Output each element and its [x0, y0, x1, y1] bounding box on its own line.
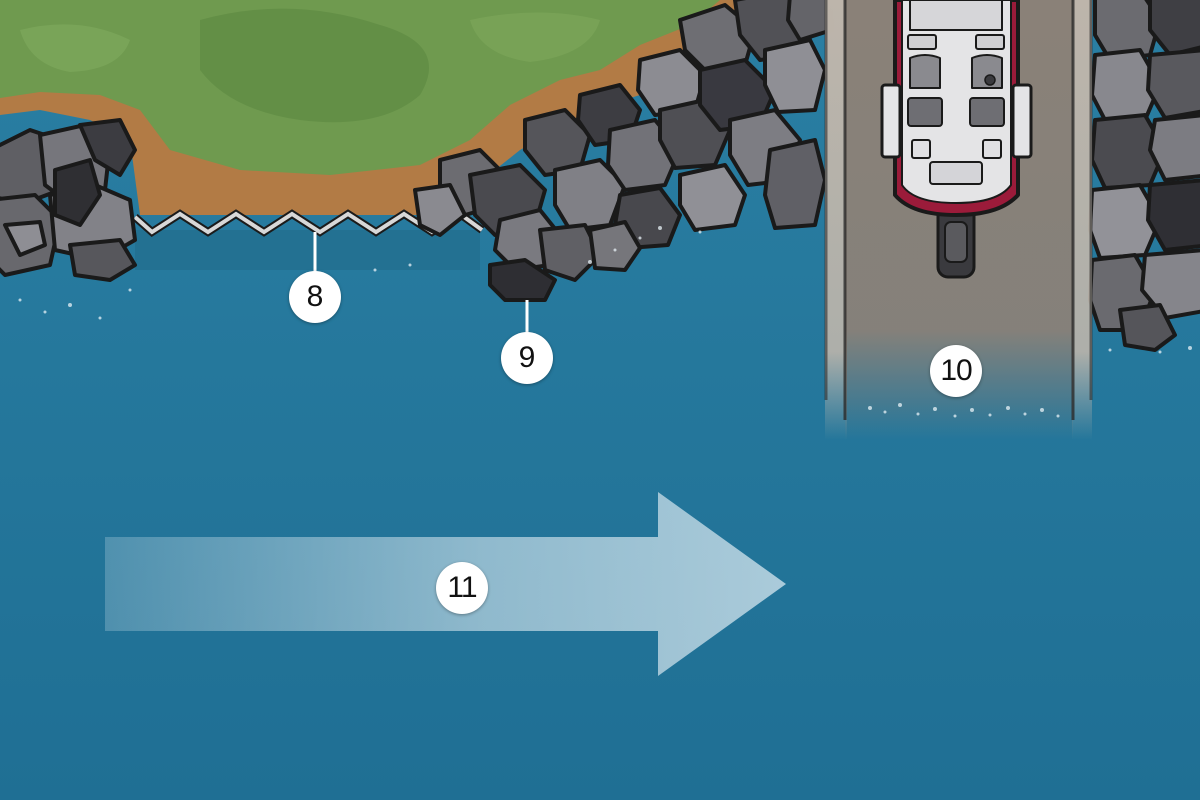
rock-cluster-right: [1088, 0, 1200, 352]
boat-ramp-edge-left: [825, 0, 847, 440]
grass-highlight: [470, 12, 600, 62]
callout-boat-ramp: 10: [930, 345, 982, 397]
rock-point: [413, 0, 827, 302]
callout-seawall: 8: [289, 271, 341, 323]
rock-cluster-left: [0, 118, 137, 282]
callout-current-direction: 11: [436, 562, 488, 614]
boat-ramp-edge-right: [1072, 0, 1092, 440]
callout-rock-point: 9: [501, 332, 553, 384]
rock-ramp-edge: [786, 0, 834, 42]
boat-topdown-icon: [880, 0, 1033, 279]
grass-shade: [200, 8, 429, 123]
water-foam: [18, 226, 1192, 418]
seawall-shadow: [135, 230, 480, 270]
grass-highlight: [20, 24, 130, 72]
